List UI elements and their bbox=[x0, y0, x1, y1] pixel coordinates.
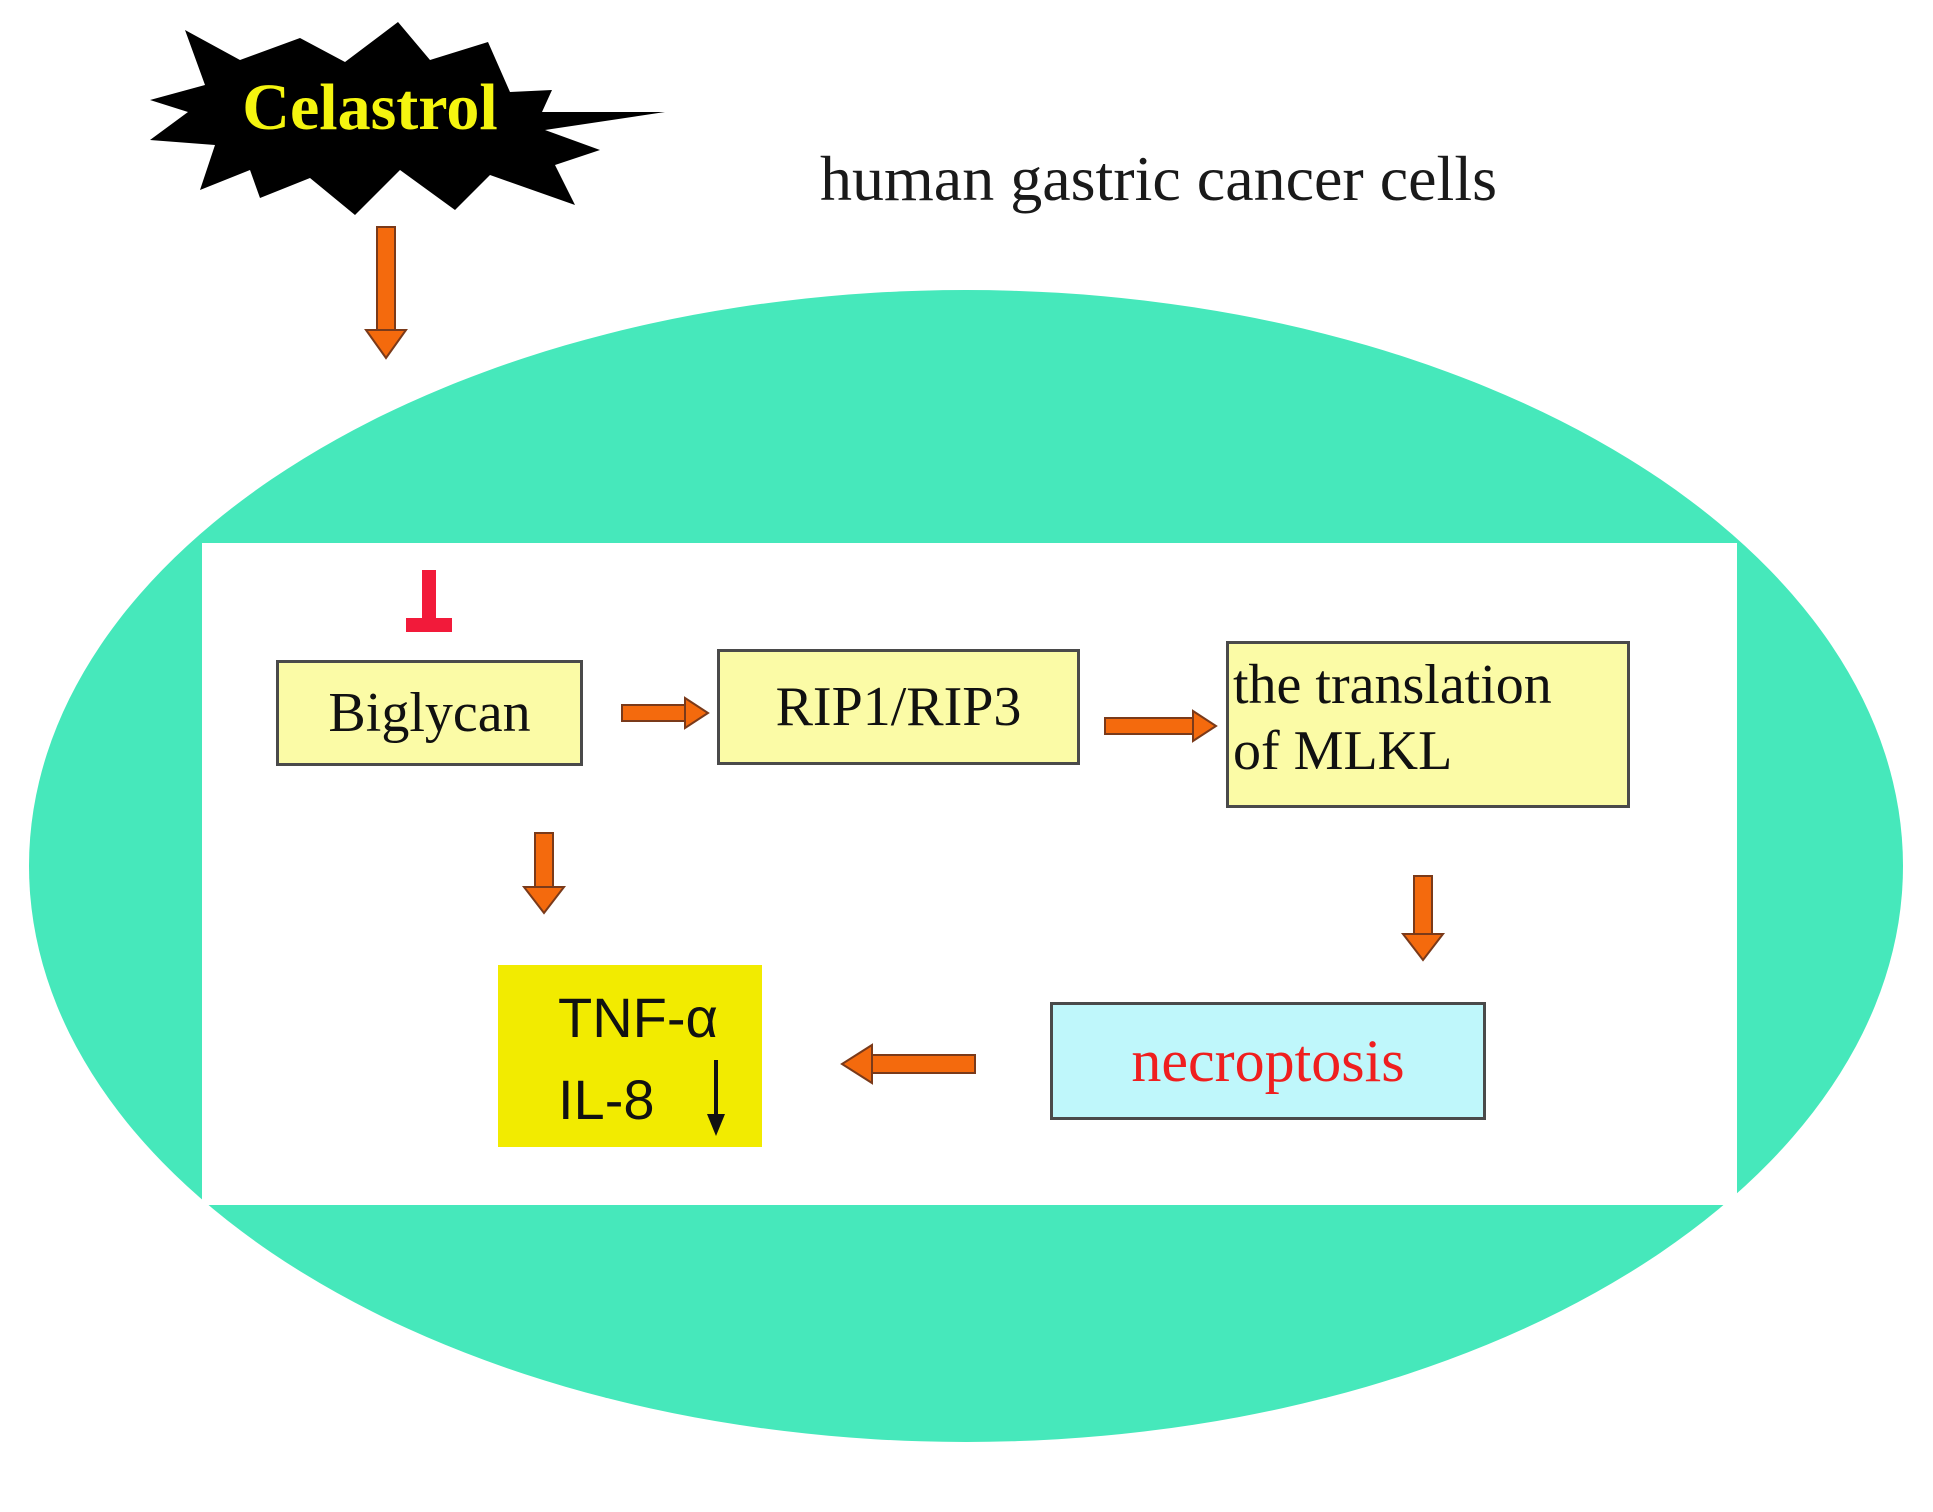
necroptosis-node: necroptosis bbox=[1050, 1002, 1486, 1120]
cytokine-node: TNF-α IL-8 bbox=[498, 965, 762, 1147]
rip-node: RIP1/RIP3 bbox=[717, 649, 1080, 765]
arrow-biglycan-to-cytokines bbox=[521, 832, 567, 915]
inhibition-symbol bbox=[406, 570, 452, 632]
mlkl-label-line1: the translation bbox=[1233, 654, 1552, 716]
biglycan-label: Biglycan bbox=[328, 682, 531, 744]
tnf-label: TNF-α bbox=[558, 986, 718, 1049]
biglycan-node: Biglycan bbox=[276, 660, 583, 766]
mlkl-label-line2: of MLKL bbox=[1233, 720, 1453, 782]
arrow-celastrol-to-cell bbox=[364, 226, 408, 360]
arrow-biglycan-to-rip bbox=[621, 696, 710, 730]
arrow-rip-to-mlkl bbox=[1104, 709, 1218, 743]
celastrol-burst bbox=[150, 22, 665, 215]
drug-label: Celastrol bbox=[242, 71, 498, 144]
rip-label: RIP1/RIP3 bbox=[775, 676, 1022, 738]
il8-label: IL-8 bbox=[558, 1068, 655, 1131]
arrow-necroptosis-to-cytokines bbox=[840, 1043, 976, 1085]
mlkl-node: the translation of MLKL bbox=[1226, 641, 1630, 808]
cell-type-label: human gastric cancer cells bbox=[820, 143, 1497, 214]
decrease-arrow-icon bbox=[707, 1060, 725, 1136]
necroptosis-label: necroptosis bbox=[1131, 1027, 1405, 1094]
arrow-mlkl-to-necroptosis bbox=[1400, 875, 1446, 962]
